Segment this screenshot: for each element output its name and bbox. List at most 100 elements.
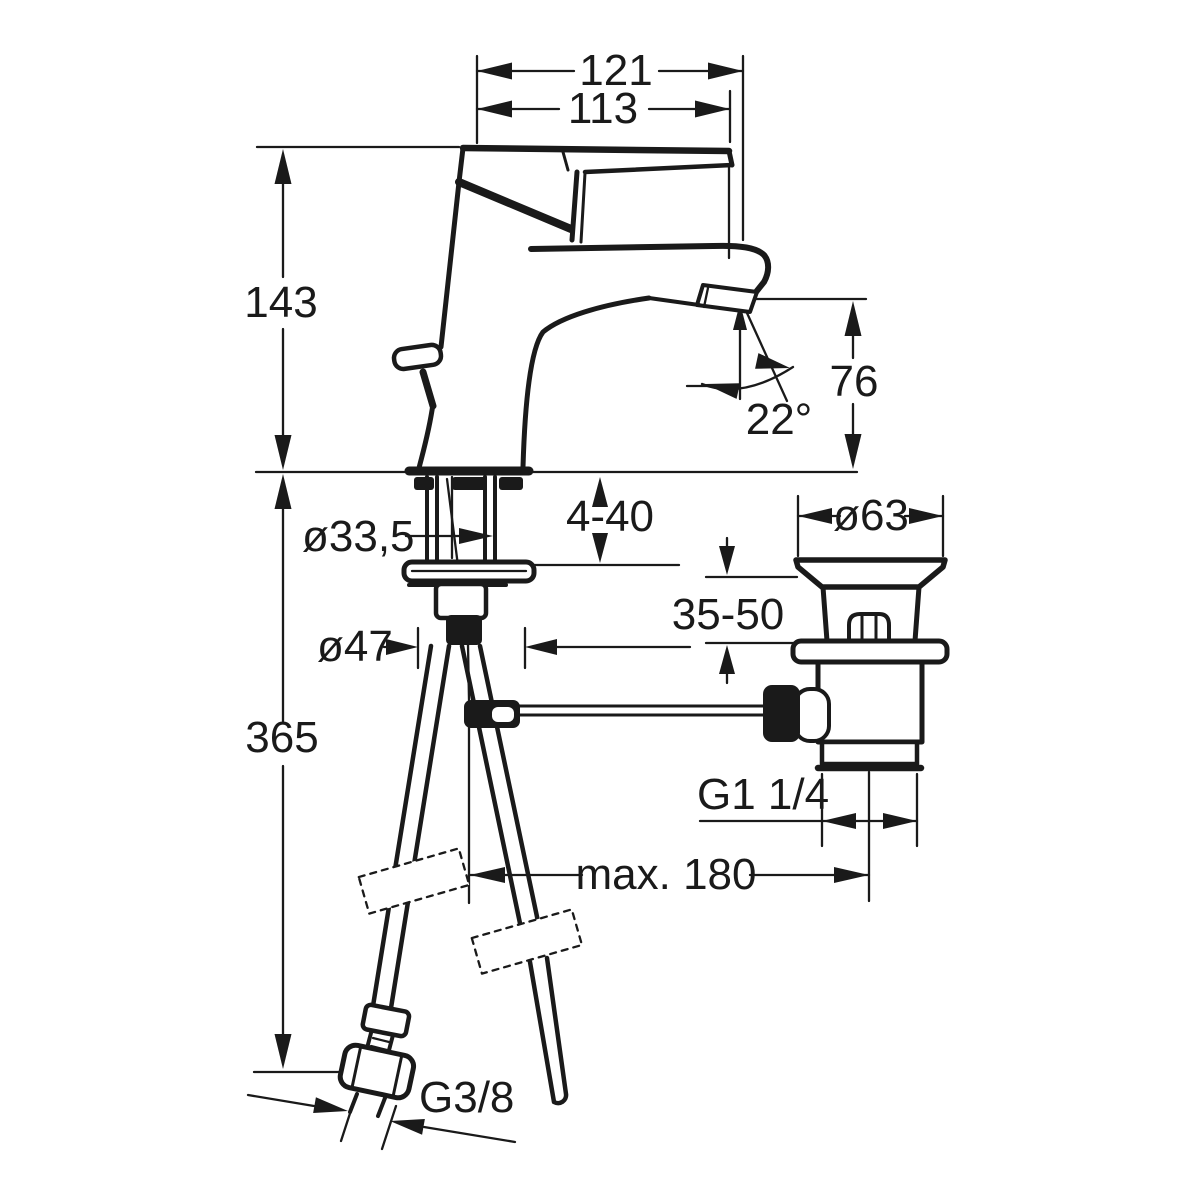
dim-label-base-diameter: ø47: [317, 622, 393, 671]
arrow-left-icon: [822, 813, 856, 829]
right-hose: [459, 643, 547, 955]
arrow-left-icon: [470, 867, 505, 883]
ref-lines: [704, 575, 799, 645]
arrow-down-icon: [844, 434, 862, 469]
arrow-up-icon: [844, 301, 862, 336]
dim-label-waste-thread: G1 1/4: [697, 770, 829, 819]
dim-label-waste-deck-thickness: 35-50: [672, 590, 785, 639]
waste-tailpiece: [819, 739, 920, 767]
dimension-spout-angle: 22°: [685, 300, 813, 444]
arrow-right-icon: [313, 1097, 348, 1113]
arrow-right-icon: [883, 813, 917, 829]
dimension-total-projection: 121: [475, 46, 745, 242]
arrow-up-icon: [274, 149, 292, 184]
lever-chin: [455, 178, 575, 233]
supply-hoses: [370, 643, 569, 1106]
dim-label-rod-reach: max. 180: [576, 850, 757, 899]
hose-end-fitting: [337, 1002, 417, 1118]
arrow-up-small-icon: [733, 303, 747, 330]
shank-studs: [425, 475, 497, 564]
rod-clamp-slot: [492, 707, 514, 722]
dimension-waste-thread: G1 1/4: [697, 770, 919, 848]
arrow-up-icon: [274, 474, 292, 509]
spout-top-edge: [528, 242, 772, 295]
rod-joint-housing: [793, 687, 831, 743]
dim-label-spout-reach: 113: [568, 84, 638, 133]
dimension-waste-flange-diameter: ø63: [796, 491, 945, 558]
cartridge-neck-inner: [579, 171, 587, 244]
arrow-down-icon: [719, 546, 735, 575]
arrow-left-icon: [798, 508, 832, 524]
dimension-total-height: 143: [244, 149, 318, 470]
angle-arc: [700, 365, 795, 391]
supply-thread-stub: [348, 1092, 387, 1118]
ext-ticks: [416, 626, 527, 670]
hose-manifold-block: [446, 615, 482, 645]
arrow-up-icon: [719, 645, 735, 674]
mounting-shank: [401, 475, 537, 647]
arrow-right-icon: [386, 639, 418, 655]
base-gasket-tab: [414, 477, 434, 490]
flange-neck: [820, 584, 922, 644]
dimension-waste-deck-thickness: 35-50: [672, 536, 799, 685]
waste-flange: [793, 557, 948, 590]
ext-lines: [820, 772, 919, 848]
waste-locknut: [790, 638, 950, 665]
lever-underside: [582, 162, 735, 175]
arrow-down-icon: [274, 435, 292, 470]
supply-nut: [337, 1042, 417, 1101]
aerator-outlet: [695, 283, 759, 314]
waste-plug-stem: [860, 612, 878, 643]
body-left-edge: [416, 179, 462, 471]
waste-plug: [847, 612, 891, 643]
dim-label-tap-deck-thickness: 4-40: [566, 492, 654, 541]
dim-label-tap-hole-diameter: ø33,5: [302, 512, 415, 561]
base-gasket-tab: [452, 477, 486, 490]
arc-arrow-left-icon: [705, 383, 740, 399]
faucet-body: [391, 144, 772, 490]
dimension-spout-reach: 113: [475, 84, 732, 260]
arc-arrow-right-icon: [755, 353, 790, 369]
dim-label-total-projection: 121: [579, 46, 652, 95]
arrow-down-icon: [592, 533, 608, 563]
dimension-tap-hole-diameter: ø33,5: [302, 512, 493, 561]
supply-nut-facets: [350, 1046, 403, 1097]
hose-collar: [360, 1002, 412, 1039]
waste-assembly: [763, 557, 950, 772]
reference-lines: [252, 145, 859, 1074]
vertical-pull-rod: [466, 643, 471, 905]
lever-seam: [561, 150, 570, 172]
dim-label-spout-angle: 22°: [746, 395, 813, 444]
dimension-tap-deck-thickness: 4-40: [519, 477, 681, 567]
arrow-left-icon: [477, 100, 512, 118]
lever-left-edge: [456, 145, 466, 185]
dimension-spout-height: 76: [745, 297, 878, 469]
ext-lines: [727, 89, 732, 260]
horizontal-rod: [518, 704, 768, 717]
aerator-seam: [702, 286, 710, 309]
break-symbol: [357, 847, 471, 915]
ext-lines: [796, 494, 945, 558]
dim-label-supply-thread: G3/8: [419, 1073, 514, 1122]
dimension-base-diameter: ø47: [317, 622, 692, 671]
dim-label-total-height: 143: [244, 278, 317, 327]
cartridge-neck: [569, 169, 580, 243]
arrow-left-icon: [525, 639, 557, 655]
dim-label-waste-flange-diameter: ø63: [833, 491, 909, 540]
dimension-hose-length: 365: [245, 474, 319, 1069]
arrow-right-icon: [459, 528, 493, 544]
pop-up-knob-stem: [419, 368, 437, 410]
base-gasket-tab: [499, 477, 523, 490]
body-right-edge: [520, 295, 652, 470]
arrow-up-icon: [592, 477, 608, 507]
lever-top-edge: [459, 144, 733, 155]
dimension-rod-reach: max. 180: [468, 770, 871, 903]
dimension-supply-thread: G3/8: [246, 1073, 517, 1151]
arrow-right-icon: [909, 508, 943, 524]
break-symbol: [470, 908, 584, 975]
waste-body: [815, 659, 925, 745]
hose-break-symbols: [357, 847, 584, 975]
arrow-left-icon: [477, 62, 512, 80]
